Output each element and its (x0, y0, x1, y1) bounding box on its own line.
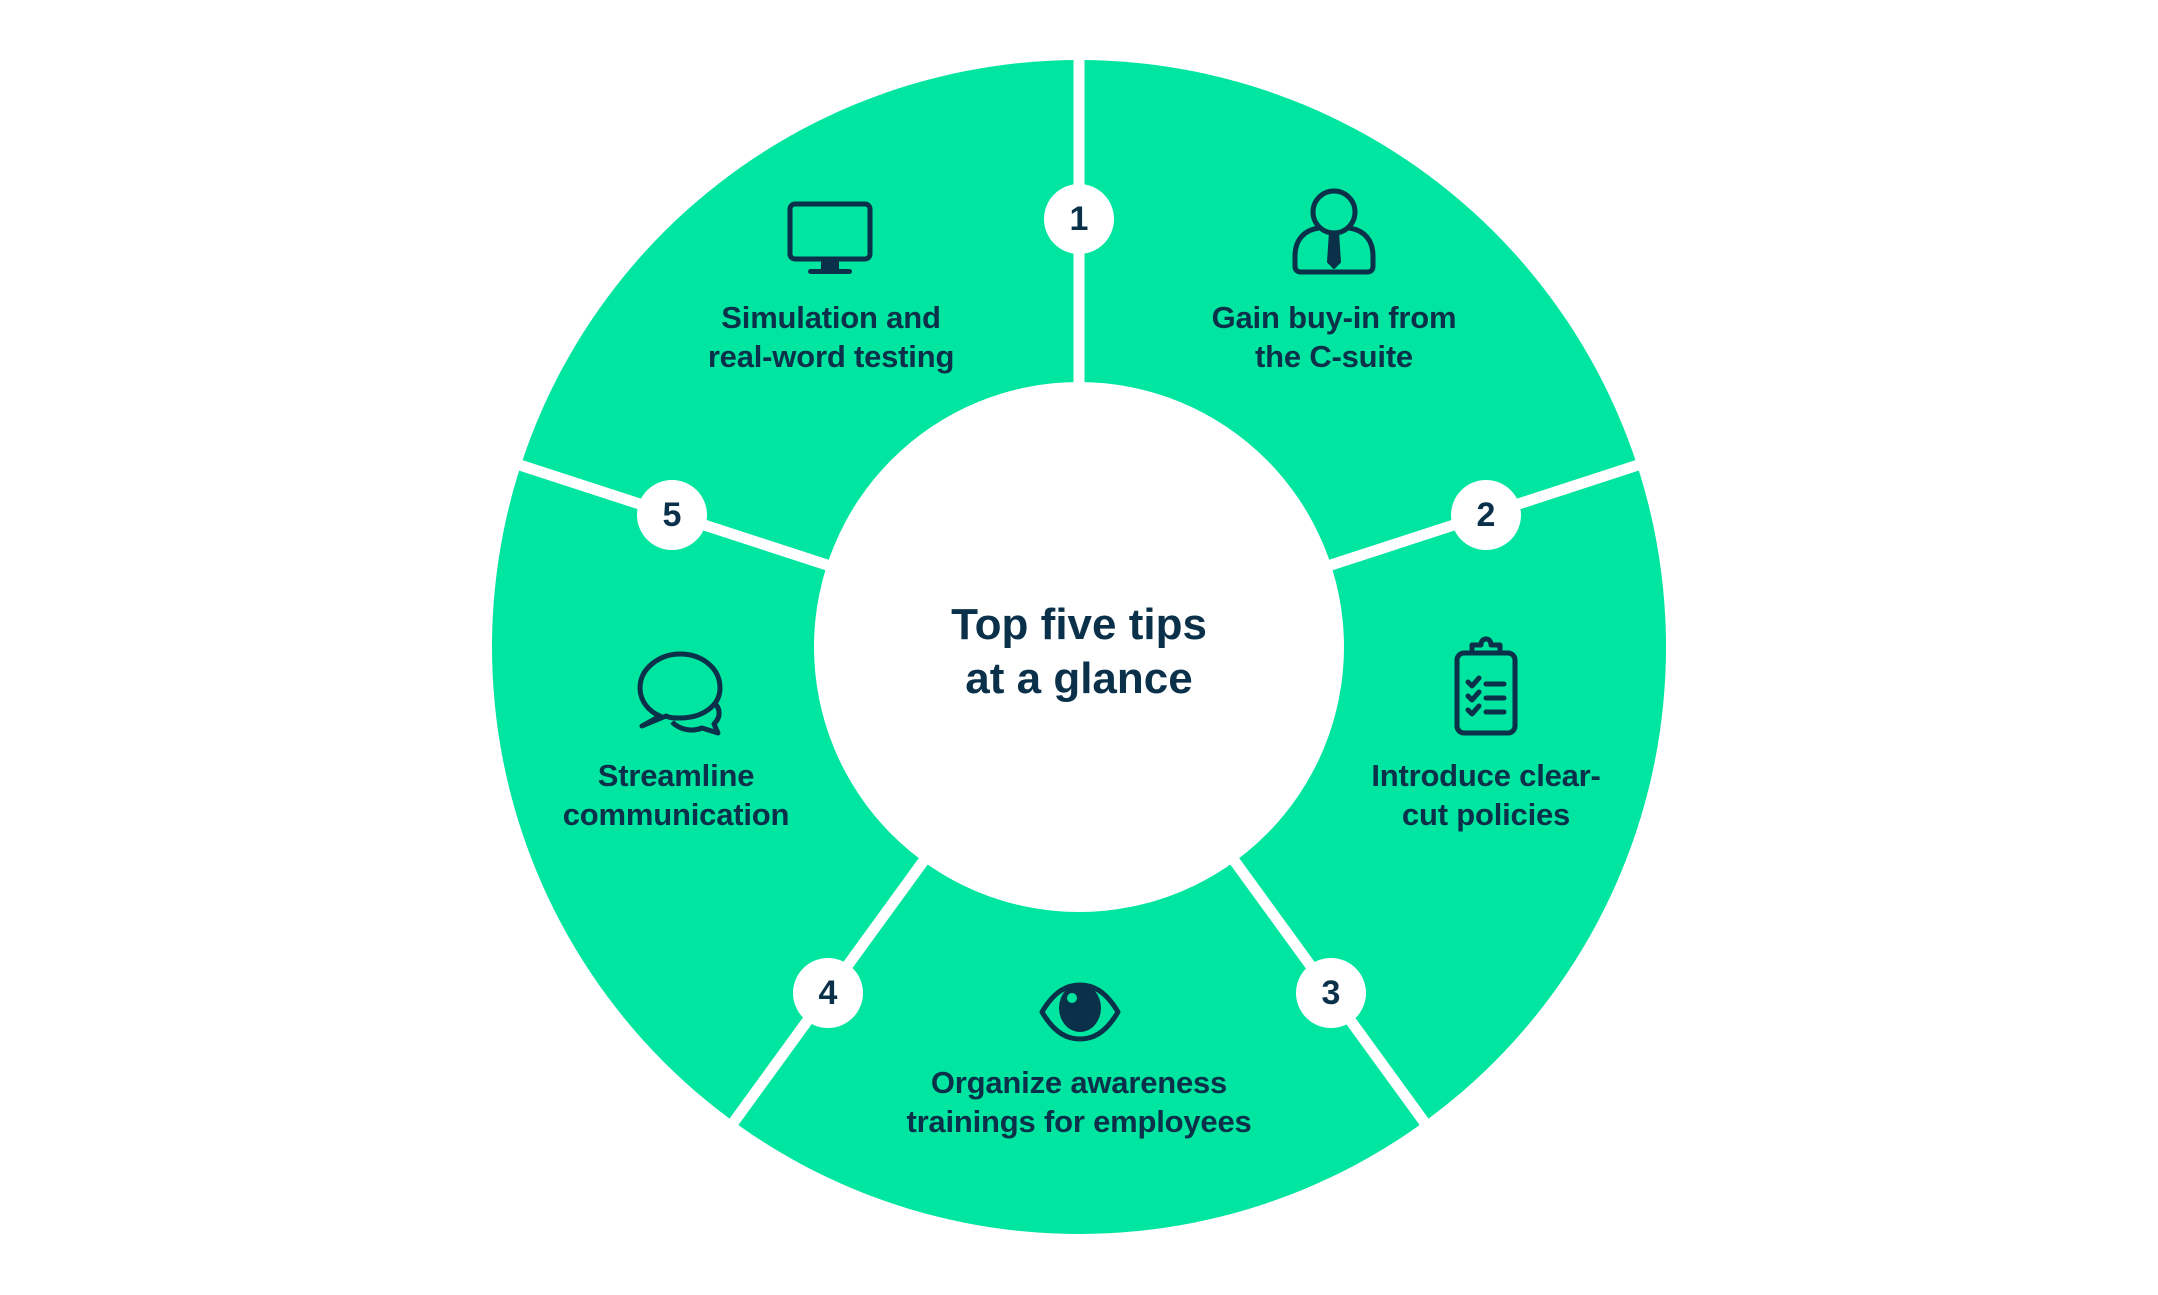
step-badge-4: 4 (793, 958, 863, 1028)
segment-label-line1: Gain buy-in from (1211, 300, 1457, 335)
clipboard-checklist-icon (1454, 636, 1518, 736)
segment-label-line2: communication (562, 797, 790, 832)
segment-label-line2: trainings for employees (906, 1104, 1252, 1139)
segment-label-simulation-testing: Simulation and real-word testing (707, 298, 955, 376)
center-title-line1: Top five tips (951, 600, 1207, 649)
monitor-icon (787, 201, 873, 274)
segment-label-line2: cut policies (1401, 797, 1571, 832)
step-badge-2: 2 (1451, 480, 1521, 550)
center-title-line2: at a glance (965, 654, 1193, 703)
segment-label-streamline-communication: Streamline communication (562, 756, 790, 834)
center-title: Top five tips at a glance (951, 598, 1207, 706)
segment-label-line1: Streamline (597, 758, 755, 793)
segment-label-awareness-trainings: Organize awareness trainings for employe… (906, 1063, 1251, 1141)
segment-label-clear-cut-policies: Introduce clear- cut policies (1371, 756, 1601, 834)
step-badge-1: 1 (1044, 184, 1114, 254)
segment-label-line1: Introduce clear- (1371, 758, 1601, 793)
step-badge-5: 5 (637, 480, 707, 550)
segment-label-line1: Organize awareness (930, 1065, 1228, 1100)
center-hole (814, 382, 1344, 912)
chat-bubbles-icon (637, 651, 723, 736)
segment-label-line1: Simulation and (721, 300, 941, 335)
segment-label-line2: the C-suite (1255, 339, 1413, 374)
segment-label-gain-buy-in: Gain buy-in from the C-suite (1212, 298, 1457, 376)
user-tie-icon (1292, 188, 1376, 275)
eye-icon (1039, 982, 1121, 1042)
segment-label-line2: real-word testing (707, 339, 955, 374)
ring-dividers (484, 40, 1674, 1156)
step-badge-3: 3 (1296, 958, 1366, 1028)
